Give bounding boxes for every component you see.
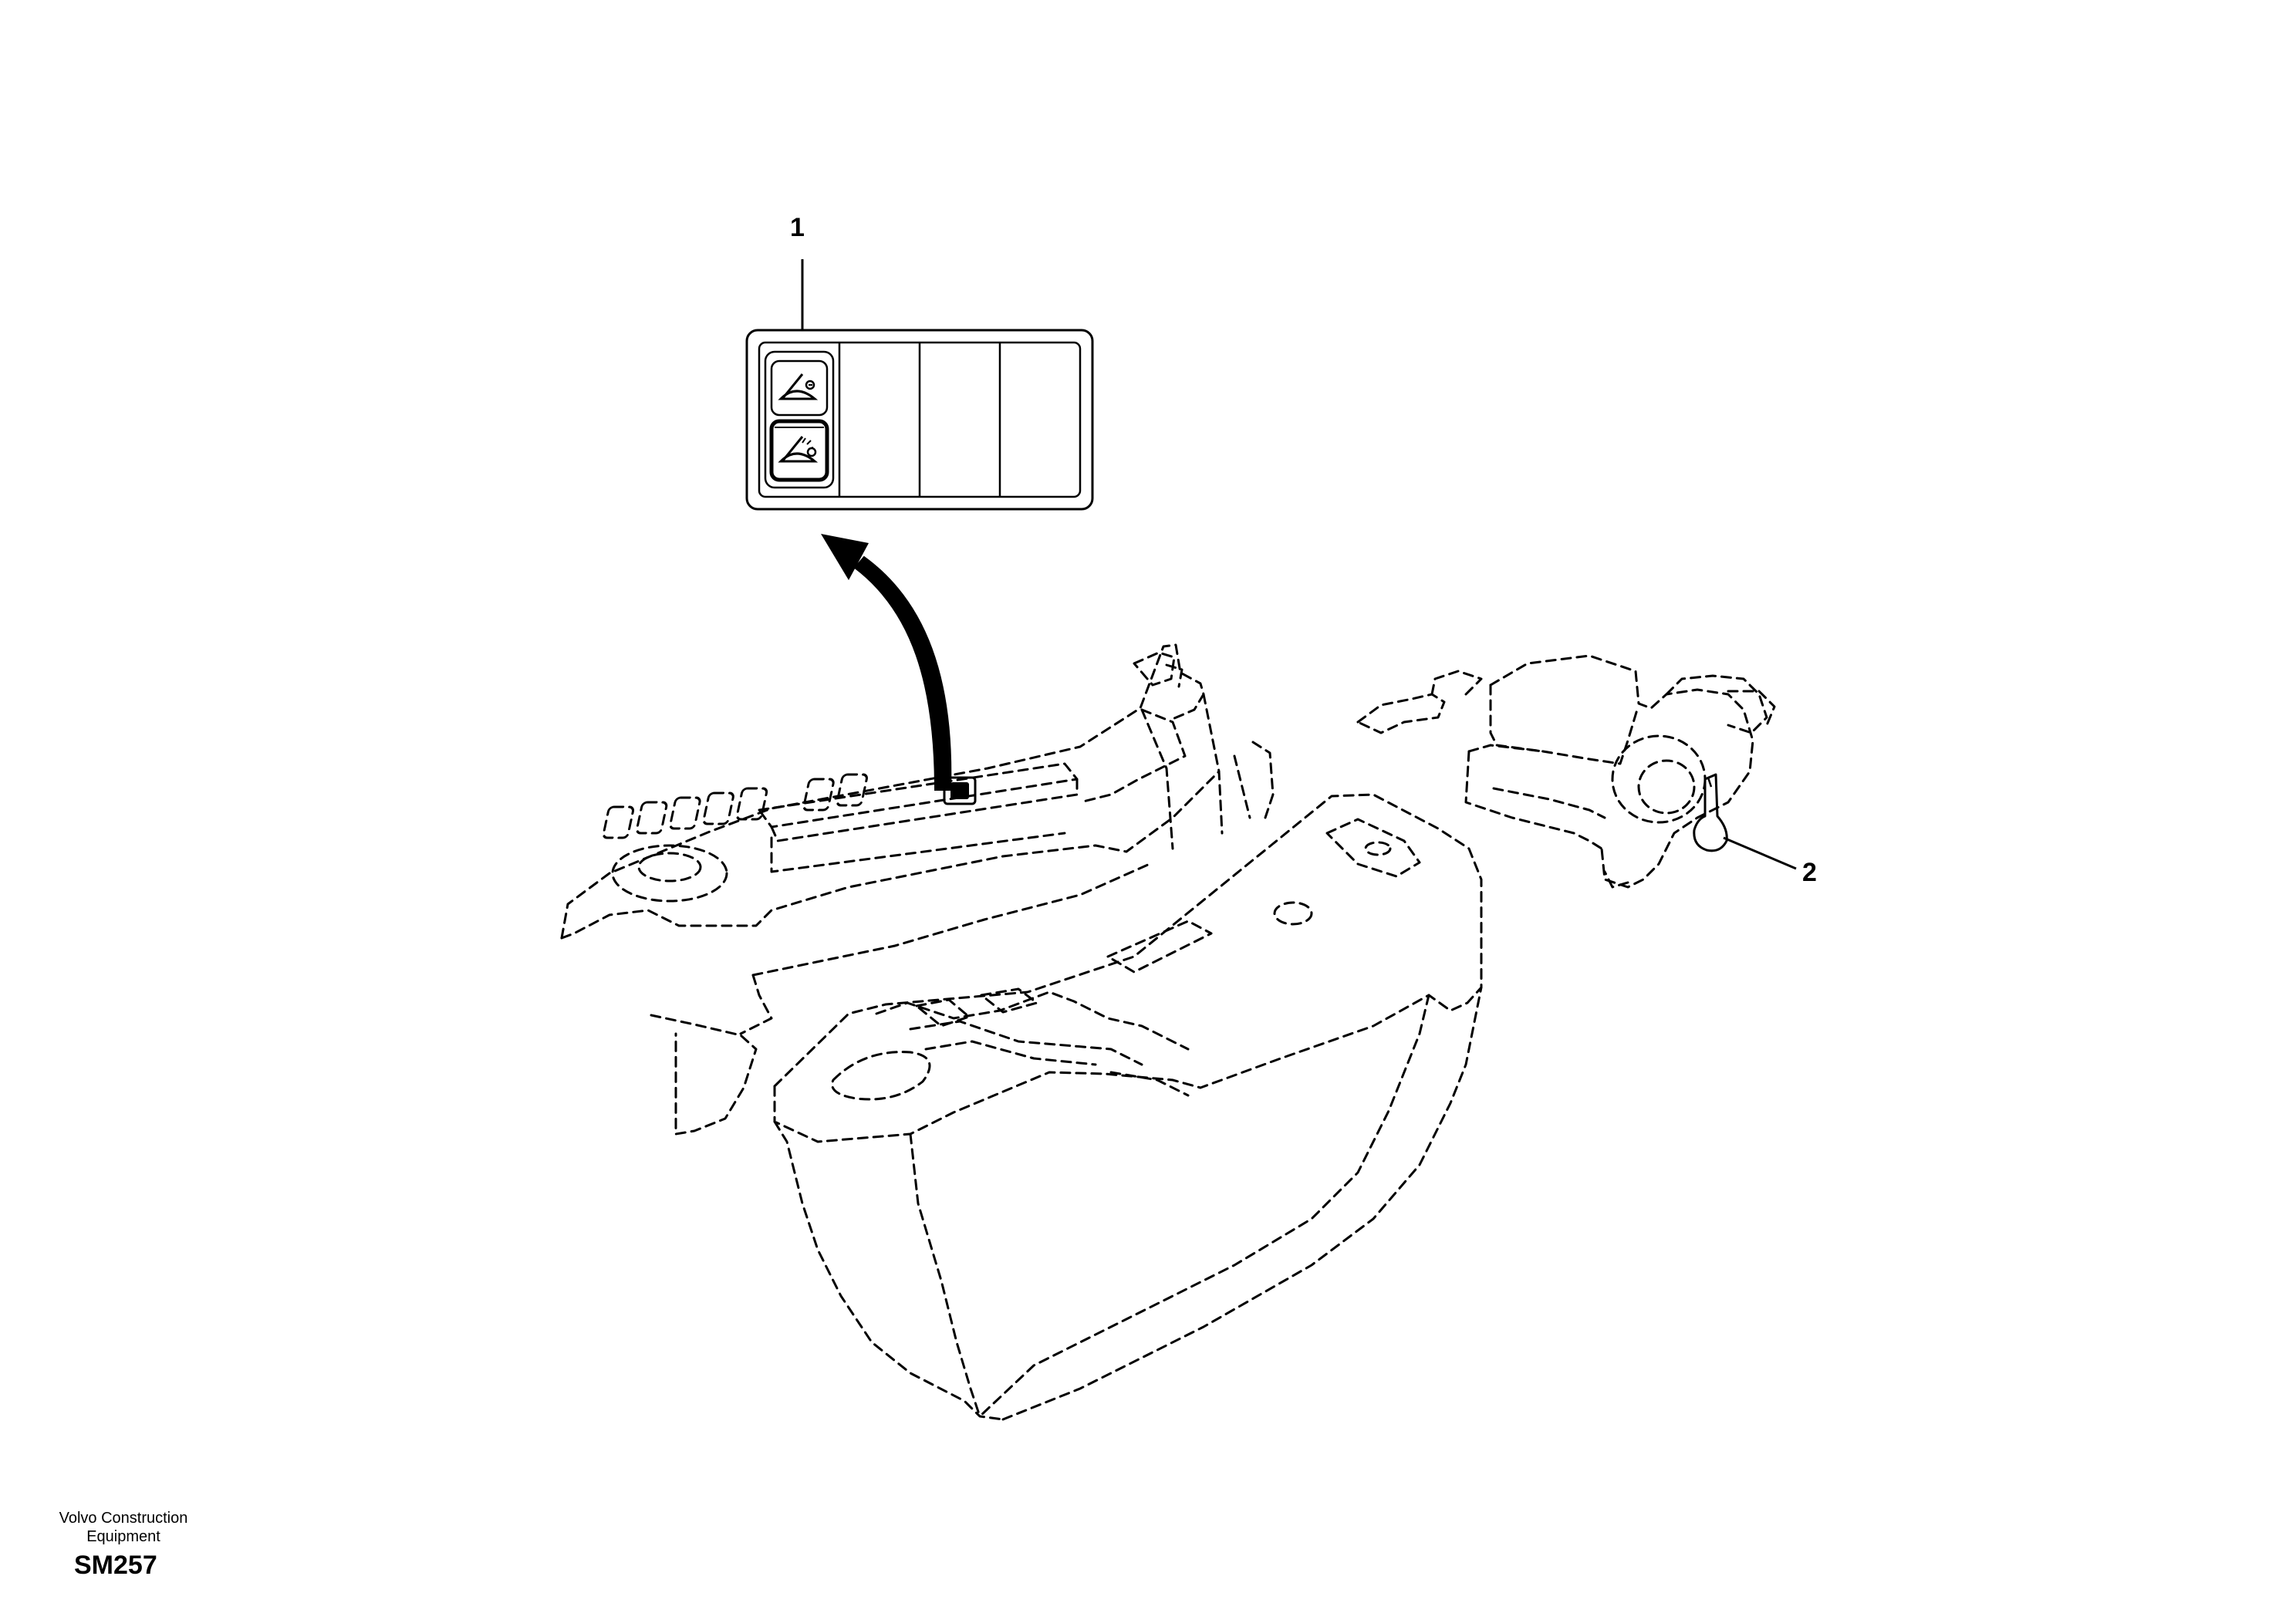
leader-line-2: [1723, 836, 1797, 870]
callout-2: 2: [1802, 858, 1817, 887]
callout-1: 1: [790, 213, 805, 242]
washer-motor-assembly: [1356, 654, 1797, 889]
wiper-icon: [778, 373, 819, 400]
indicator-arrow: [821, 534, 952, 791]
publisher-line-2: Equipment: [86, 1528, 160, 1545]
switch-panel: [745, 329, 1094, 511]
document-code: SM257: [74, 1551, 157, 1580]
rocker-switch: [764, 350, 835, 489]
frame-outline: [1109, 741, 1275, 1097]
publisher-label: Volvo Construction Equipment: [31, 1509, 216, 1546]
dashboard-outline: [560, 643, 1224, 1136]
washer-icon: [778, 436, 819, 463]
side-console-outline: [773, 793, 1483, 1421]
publisher-line-1: Volvo Construction: [59, 1510, 188, 1527]
